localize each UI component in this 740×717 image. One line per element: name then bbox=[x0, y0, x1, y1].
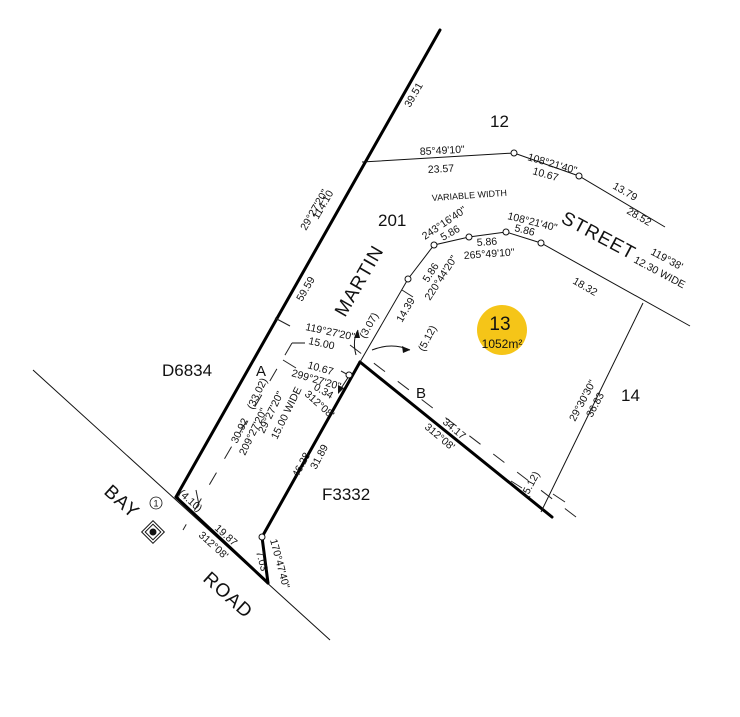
parcel-d6834-label: D6834 bbox=[162, 361, 212, 380]
peg-circle-icon bbox=[537, 239, 545, 247]
dim-18-32: 18.32 bbox=[571, 275, 600, 299]
peg-circle-icon bbox=[345, 371, 353, 379]
dim-170-47-40: 170°47'40" bbox=[267, 538, 292, 590]
lot-14-label: 14 bbox=[621, 386, 640, 405]
dim-13-79: 13.79 bbox=[611, 180, 640, 204]
dim-85-49-10: 85°49'10" bbox=[420, 144, 466, 158]
bay-road-frontage-line bbox=[174, 495, 270, 585]
martin-width-label: VARIABLE WIDTH bbox=[431, 188, 507, 203]
peg-circle-icon bbox=[430, 241, 438, 249]
lot-13-number: 13 bbox=[489, 314, 510, 335]
easement-a-dashed-line bbox=[182, 342, 293, 531]
lot-13-area: 1052m² bbox=[482, 337, 523, 351]
lot-201-label: 201 bbox=[378, 211, 406, 230]
survey-mark-diamond-icon bbox=[140, 519, 166, 545]
tick-mark bbox=[195, 489, 200, 506]
peg-circle-icon bbox=[258, 533, 266, 541]
tick-mark bbox=[552, 493, 566, 503]
arrowhead-icon bbox=[338, 385, 344, 394]
peg-circle-icon bbox=[510, 149, 518, 157]
dim-33-02: (33.02) bbox=[245, 376, 270, 411]
peg-circle-icon bbox=[502, 228, 510, 236]
dim-265-49-10: 265°49'10" bbox=[463, 246, 515, 262]
dim-3-07: (3.07) bbox=[357, 311, 381, 341]
dim-5-86-c: 5.86 bbox=[513, 222, 536, 239]
reference-circle-icon bbox=[149, 496, 163, 510]
dim-14-39: 14.39 bbox=[394, 296, 418, 325]
lot-12-label: 12 bbox=[490, 112, 509, 131]
street-name-bay: BAY bbox=[100, 481, 143, 523]
peg-circle-icon bbox=[465, 233, 473, 241]
dim-15-00: 15.00 bbox=[307, 335, 335, 352]
tick-mark bbox=[282, 359, 297, 369]
lot-14-boundary-line bbox=[540, 302, 644, 513]
arrowhead-icon bbox=[402, 346, 410, 353]
parcel-f3332-label: F3332 bbox=[322, 485, 370, 504]
lot-12-boundary-line bbox=[361, 152, 666, 228]
dim-5-12-low: (5.12) bbox=[519, 470, 542, 500]
dim-28-52: 28.52 bbox=[625, 205, 654, 229]
peg-circle-icon bbox=[575, 172, 583, 180]
dimension-arrow bbox=[353, 329, 359, 356]
easement-a-label: A bbox=[256, 363, 266, 380]
easement-b-boundary-line bbox=[358, 360, 554, 519]
peg-circle-icon bbox=[404, 275, 412, 283]
street-name-road: ROAD bbox=[199, 568, 257, 623]
street-name-martin: MARTIN bbox=[331, 242, 388, 320]
bay-road-boundary-line bbox=[32, 369, 331, 641]
easement-b-dashed-line bbox=[349, 344, 581, 521]
tick-mark bbox=[510, 480, 523, 489]
d6834-boundary-line bbox=[174, 28, 442, 499]
dim-5-12-top: (5.12) bbox=[416, 324, 439, 354]
dim-39-51: 39.51 bbox=[402, 81, 426, 110]
dim-23-57: 23.57 bbox=[428, 163, 455, 176]
tick-mark bbox=[401, 289, 414, 298]
dim-5-86-b: 5.86 bbox=[476, 236, 497, 249]
easement-b-label: B bbox=[416, 385, 426, 402]
reference-number: 1 bbox=[153, 499, 158, 509]
arrowhead-icon bbox=[354, 330, 360, 338]
tick-mark bbox=[274, 317, 291, 327]
subject-lot-badge[interactable]: 13 1052m² bbox=[477, 305, 527, 355]
dim-7-03: 7.03 bbox=[253, 550, 270, 573]
lot-13-highlight bbox=[477, 305, 527, 355]
